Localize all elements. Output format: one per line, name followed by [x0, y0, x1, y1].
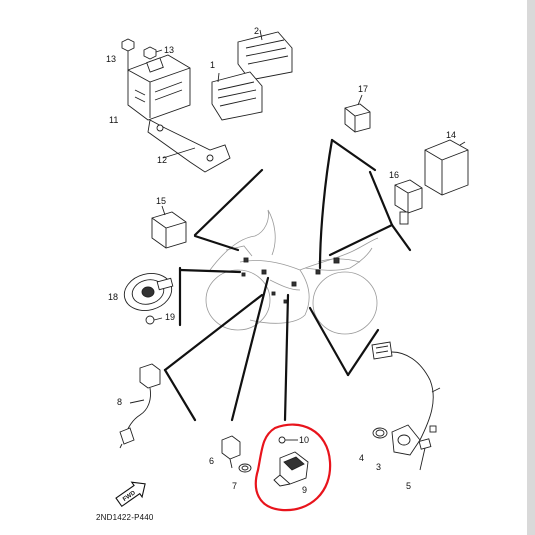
gasket-part-7[interactable]	[238, 463, 252, 473]
sensor-part-8[interactable]	[119, 363, 161, 449]
callout-2: 2	[254, 26, 259, 36]
sensor-part-9[interactable]	[273, 451, 309, 487]
ecu-unit-part-11[interactable]	[127, 54, 191, 121]
leader-lines	[163, 138, 412, 422]
callout-16: 16	[389, 170, 399, 180]
module-part-14[interactable]	[424, 139, 469, 196]
fwd-arrow-icon: FWD	[115, 481, 146, 508]
callout-10: 10	[299, 435, 309, 445]
callout-6: 6	[209, 456, 214, 466]
horn-part-18[interactable]	[120, 268, 176, 315]
motorcycle-outline	[205, 209, 379, 335]
callout-19: 19	[165, 312, 175, 322]
callout-12: 12	[157, 155, 167, 165]
callout-11: 11	[109, 115, 118, 125]
callout-3: 3	[376, 462, 381, 472]
coupler-part-1-2[interactable]	[211, 29, 293, 121]
sensor-part-3[interactable]	[371, 341, 441, 456]
nut-part-13[interactable]	[121, 38, 163, 72]
bolt-part-19[interactable]	[145, 315, 163, 325]
callout-labels: 2 1 13 13 11 12 17 14 16 15 18 19 8 6 7 …	[106, 26, 456, 495]
bolt-part-5[interactable]	[418, 425, 437, 471]
switch-part-6[interactable]	[221, 435, 241, 469]
o-ring-part-4[interactable]	[372, 427, 388, 439]
sensor-part-16[interactable]	[394, 179, 423, 225]
callout-1: 1	[210, 60, 215, 70]
highlight-circle	[254, 423, 332, 512]
callout-18: 18	[108, 292, 118, 302]
bolt-part-10[interactable]	[278, 436, 298, 444]
callout-13-right: 13	[164, 45, 174, 55]
callout-7: 7	[232, 481, 237, 491]
relay-part-17[interactable]	[344, 94, 371, 133]
callout-9: 9	[302, 485, 307, 495]
relay-part-15[interactable]	[151, 205, 187, 249]
catalog-code: 2ND1422-P440	[96, 513, 154, 522]
callout-14: 14	[446, 130, 456, 140]
callout-8: 8	[117, 397, 122, 407]
callout-15: 15	[156, 196, 166, 206]
callout-17: 17	[358, 84, 368, 94]
callout-5: 5	[406, 481, 411, 491]
callout-13-left: 13	[106, 54, 116, 64]
callout-4: 4	[359, 453, 364, 463]
scan-edge	[527, 0, 535, 535]
ecu-bracket-part-12[interactable]	[147, 119, 231, 173]
